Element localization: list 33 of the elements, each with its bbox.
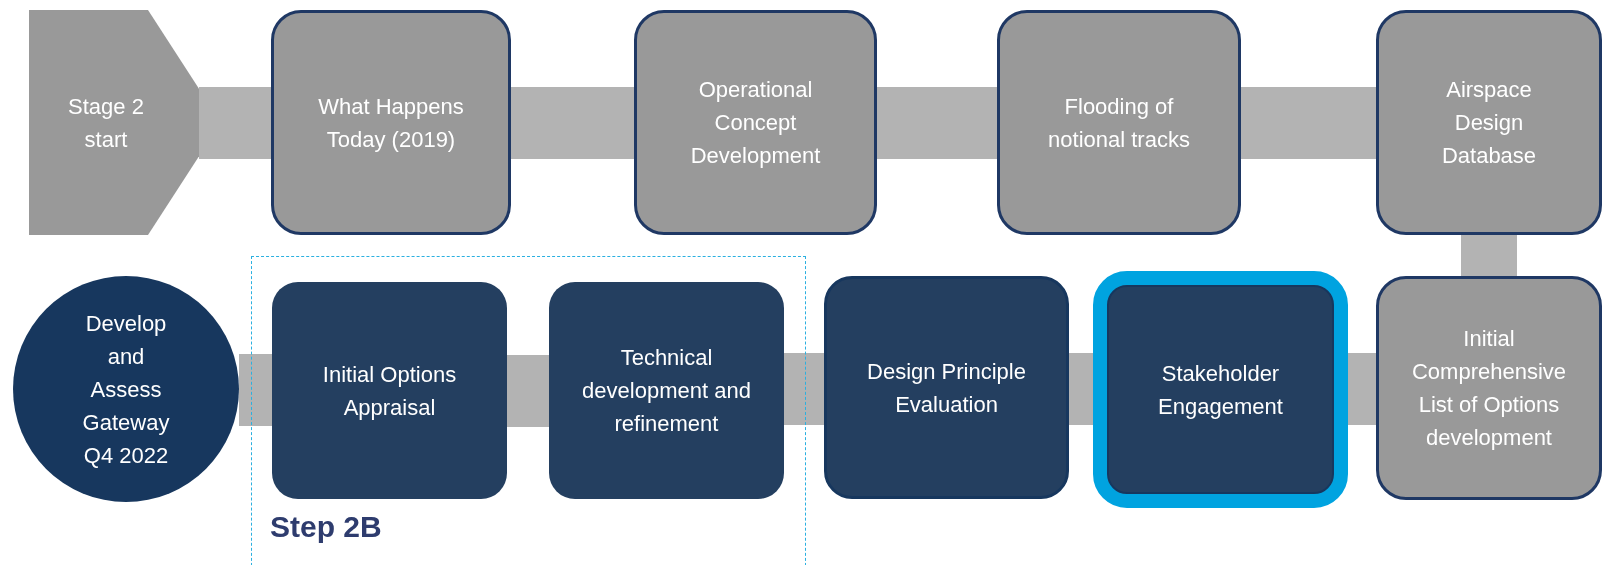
process-box: [271, 10, 511, 235]
node-label: Technical development and refinement: [581, 344, 752, 438]
node-label: Develop and Assess Gateway Q4 2022: [81, 309, 171, 470]
dashed-group-box: [251, 256, 806, 565]
connector-bar: [507, 355, 549, 427]
node-label: Initial Comprehensive List of Options development: [1410, 325, 1568, 452]
process-box: [549, 282, 784, 499]
node-label: Stakeholder Engagement: [1157, 359, 1284, 421]
connector-bar: [784, 353, 824, 425]
chevron-shape: [29, 10, 199, 235]
group-title: Step 2B: [269, 509, 382, 545]
node-label: Flooding of notional tracks: [1047, 92, 1191, 154]
node-label: Initial Options Appraisal: [321, 360, 458, 422]
process-box: [634, 10, 877, 235]
connector-bar: [511, 87, 634, 159]
node-label: Operational Concept Development: [689, 76, 822, 170]
connector-bar: [877, 87, 997, 159]
connector-bar: [239, 354, 272, 426]
node-label: What Happens Today (2019): [317, 92, 465, 154]
connector-bar: [1348, 353, 1376, 425]
highlighted-process-box: [1093, 271, 1348, 508]
node-label: Design Principle Evaluation: [866, 357, 1027, 419]
process-box: [997, 10, 1241, 235]
process-box: [1376, 276, 1602, 500]
connector-bar: [199, 87, 271, 159]
connector-bar: [1069, 353, 1093, 425]
connector-bar: [1461, 235, 1517, 276]
process-box: [1376, 10, 1602, 235]
node-label: Airspace Design Database: [1440, 76, 1538, 170]
node-label: Stage 2 start: [67, 92, 145, 154]
connector-bar: [1241, 87, 1376, 159]
process-box: [824, 276, 1069, 499]
process-box: [272, 282, 507, 499]
